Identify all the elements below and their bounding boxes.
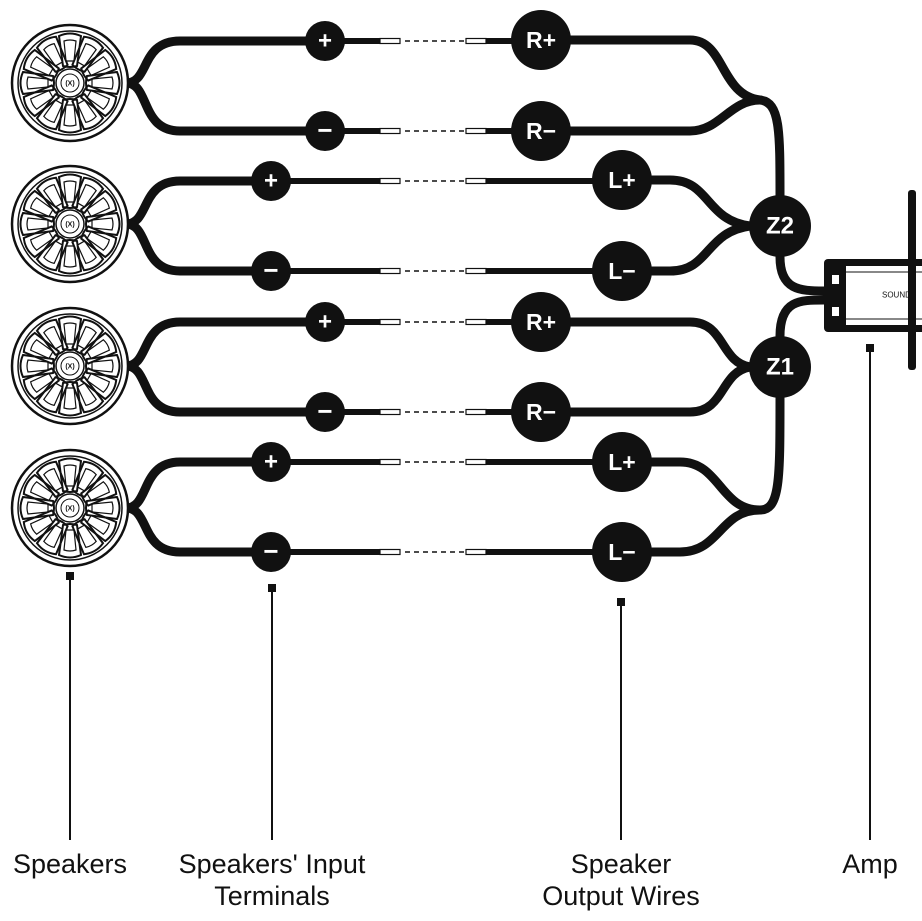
svg-text:−: − [317, 396, 332, 426]
terminal-minus-badge-4: − [251, 532, 291, 572]
label-pointers [66, 344, 874, 840]
amp-brand-text: SOUNDS [882, 291, 916, 300]
output-r-plus-badge-2: R+ [511, 292, 571, 352]
speaker-3 [10, 306, 130, 426]
terminal-plus-badge-4: + [251, 442, 291, 482]
zone-2-badge: Z2 [749, 195, 811, 257]
svg-text:+: + [318, 28, 332, 55]
svg-text:Z1: Z1 [766, 354, 794, 381]
terminal-plus-badge-3: + [305, 302, 345, 342]
svg-text:L+: L+ [608, 167, 635, 193]
svg-text:Z2: Z2 [766, 213, 794, 240]
svg-text:L+: L+ [608, 449, 635, 475]
amp-label: Amp [842, 849, 898, 879]
svg-text:R+: R+ [526, 27, 556, 53]
svg-text:−: − [263, 255, 278, 285]
terminal-minus-badge-3: − [305, 392, 345, 432]
input-terminals-label-line1: Speakers' Input [178, 849, 366, 879]
output-l-plus-badge-2: L+ [592, 432, 652, 492]
output-l-minus-badge-1: L− [592, 241, 652, 301]
svg-text:+: + [264, 449, 278, 476]
svg-text:R+: R+ [526, 309, 556, 335]
speaker-1 [10, 23, 130, 143]
output-l-plus-badge-1: L+ [592, 150, 652, 210]
svg-text:+: + [264, 168, 278, 195]
svg-text:L−: L− [608, 258, 635, 284]
svg-text:L−: L− [608, 539, 635, 565]
output-r-minus-badge-1: R− [511, 101, 571, 161]
terminal-minus-badge-1: − [305, 111, 345, 151]
output-r-minus-badge-2: R− [511, 382, 571, 442]
svg-text:−: − [263, 536, 278, 566]
zone-1-badge: Z1 [749, 336, 811, 398]
speakers-label: Speakers [12, 849, 128, 879]
svg-text:R−: R− [526, 118, 556, 144]
detail-layer [379, 37, 487, 556]
terminal-plus-badge-2: + [251, 161, 291, 201]
terminal-plus-badge-1: + [305, 21, 345, 61]
output-wires-label: Speaker Output Wires [521, 848, 721, 912]
speaker-2 [10, 164, 130, 284]
speaker-4 [10, 448, 130, 568]
input-terminals-label: Speakers' Input Terminals [157, 848, 387, 912]
output-l-minus-badge-2: L− [592, 522, 652, 582]
output-wires-label-line1: Speaker [570, 849, 672, 879]
output-wires-label-line2: Output Wires [542, 881, 700, 911]
svg-text:−: − [317, 115, 332, 145]
output-r-plus-badge-1: R+ [511, 10, 571, 70]
input-terminals-label-line2: Terminals [214, 881, 330, 911]
svg-text:+: + [318, 309, 332, 336]
terminal-minus-badge-2: − [251, 251, 291, 291]
amplifier: SOUNDS [824, 190, 922, 370]
svg-text:R−: R− [526, 399, 556, 425]
wire-layer [121, 35, 829, 557]
